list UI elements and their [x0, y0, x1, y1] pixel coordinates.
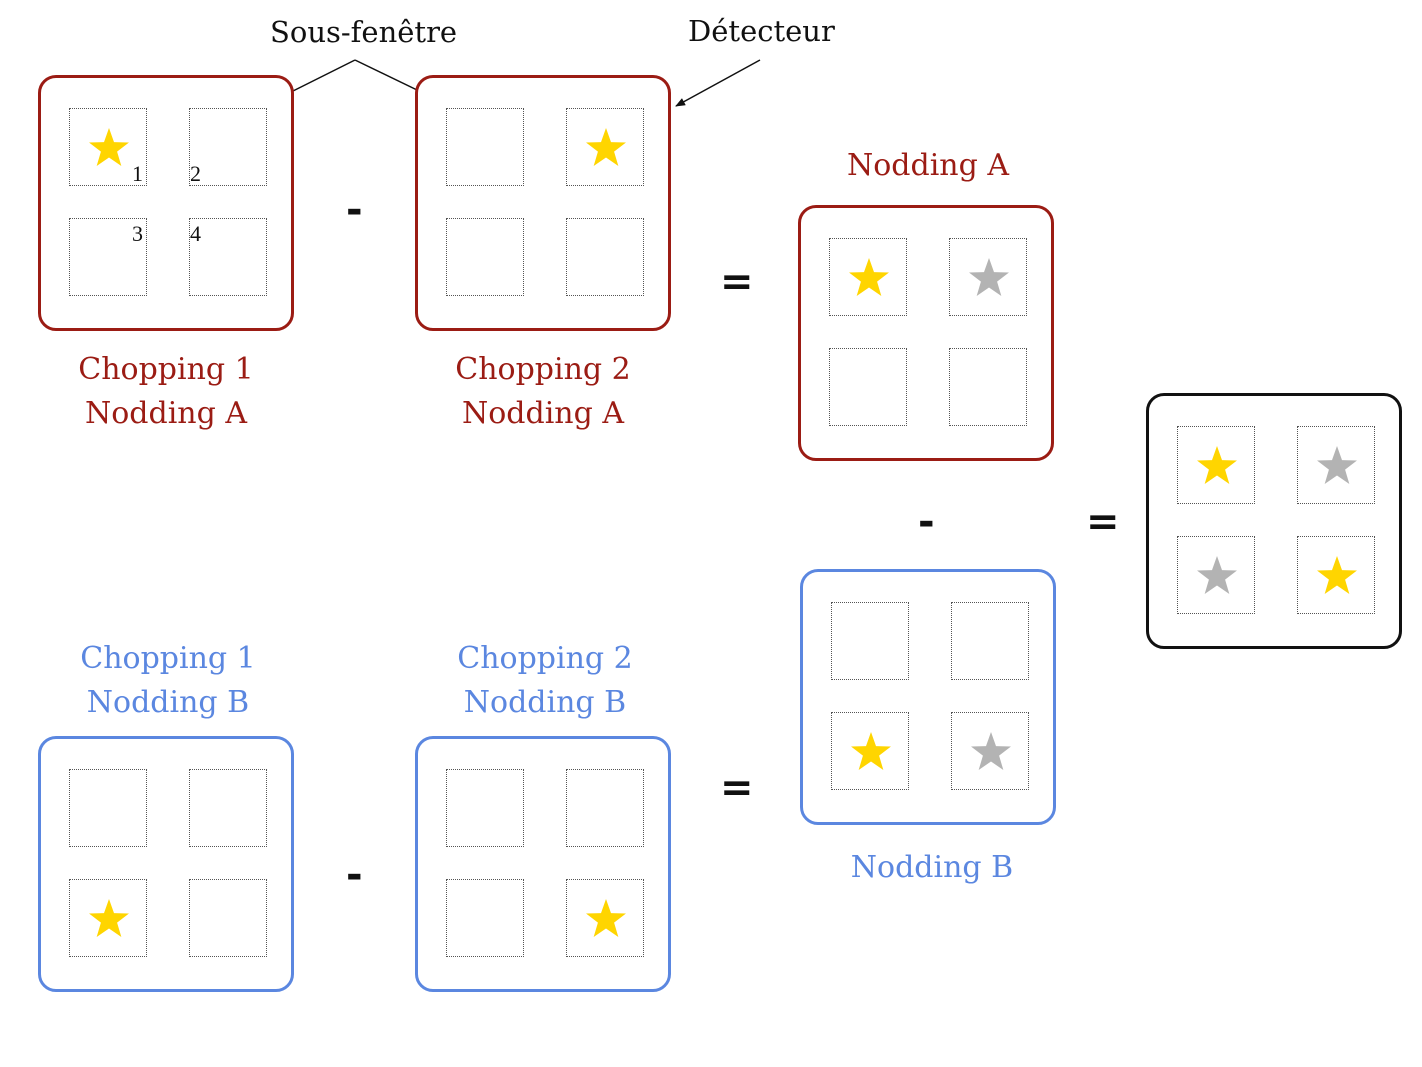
ghost-star-icon — [971, 732, 1011, 770]
minus-operator: - — [346, 187, 363, 233]
subwindow-3 — [829, 348, 907, 426]
subwindow-1 — [446, 108, 524, 186]
detector-annotation: Détecteur — [688, 14, 835, 48]
subwindow-3 — [831, 712, 909, 790]
subwindow-1 — [831, 602, 909, 680]
detector-result — [1146, 393, 1402, 649]
label-chop2-nodA: Chopping 2 Nodding A — [415, 348, 671, 436]
subwindow-4 — [566, 218, 644, 296]
label-line: Nodding B — [850, 850, 1014, 885]
ghost-star-icon — [1317, 446, 1357, 484]
source-star-icon — [1197, 446, 1237, 484]
label-line: Chopping 2 — [455, 352, 631, 387]
label-line: Chopping 2 — [457, 641, 633, 676]
subwindow-3 — [446, 879, 524, 957]
subwindow-number-2: 2 — [190, 161, 201, 186]
subwindow-2 — [189, 108, 267, 186]
label-chop1-nodA: Chopping 1 Nodding A — [38, 348, 294, 436]
subwindow-4 — [566, 879, 644, 957]
subwindow-2 — [566, 108, 644, 186]
label-line: Nodding A — [461, 396, 625, 431]
source-star-icon — [586, 899, 626, 937]
label-line: Nodding B — [86, 685, 250, 720]
label-line: Nodding A — [84, 396, 248, 431]
subwindow-4 — [189, 879, 267, 957]
minus-operator: - — [346, 852, 363, 898]
subwindow-1 — [1177, 426, 1255, 504]
subwindow-number-4: 4 — [190, 221, 201, 246]
equals-operator: = — [720, 259, 754, 305]
source-star-icon — [586, 128, 626, 166]
ghost-star-icon — [969, 258, 1009, 296]
equals-operator: = — [1086, 499, 1120, 545]
label-line: Chopping 1 — [78, 352, 254, 387]
subwindow-3 — [446, 218, 524, 296]
subwindow-3 — [69, 879, 147, 957]
subwindow-3 — [1177, 536, 1255, 614]
subwindow-number-1: 1 — [132, 161, 143, 186]
minus-operator: - — [918, 499, 935, 545]
source-star-icon — [89, 128, 129, 166]
subwindow-number-3: 3 — [132, 221, 143, 246]
detector-nodA — [798, 205, 1054, 461]
subwindow-2 — [949, 238, 1027, 316]
source-star-icon — [849, 258, 889, 296]
subwindow-4 — [951, 712, 1029, 790]
subwindow-3 — [69, 218, 147, 296]
subwindow-1 — [69, 769, 147, 847]
detector-chop2-nodA — [415, 75, 671, 331]
subwindow-2 — [566, 769, 644, 847]
subwindow-2 — [189, 769, 267, 847]
subwindow-1 — [829, 238, 907, 316]
detector-chop2-nodB — [415, 736, 671, 992]
subwindow-4 — [949, 348, 1027, 426]
label-nodA: Nodding A — [798, 144, 1058, 188]
label-nodB: Nodding B — [800, 846, 1064, 890]
source-star-icon — [1317, 556, 1357, 594]
label-chop1-nodB: Chopping 1 Nodding B — [38, 637, 298, 725]
subwindow-1 — [69, 108, 147, 186]
detector-chop1-nodA: 1 2 3 4 — [38, 75, 294, 331]
source-star-icon — [851, 732, 891, 770]
subwindow-4 — [1297, 536, 1375, 614]
subwindow-annotation: Sous-fenêtre — [270, 15, 458, 49]
label-line: Chopping 1 — [80, 641, 256, 676]
label-line: Nodding A — [846, 148, 1010, 183]
arrow-detector — [675, 59, 761, 107]
detector-nodB — [800, 569, 1056, 825]
subwindow-4 — [189, 218, 267, 296]
subwindow-1 — [446, 769, 524, 847]
equals-operator: = — [720, 765, 754, 811]
detector-chop1-nodB — [38, 736, 294, 992]
label-line: Nodding B — [463, 685, 627, 720]
source-star-icon — [89, 899, 129, 937]
label-chop2-nodB: Chopping 2 Nodding B — [415, 637, 675, 725]
subwindow-2 — [1297, 426, 1375, 504]
subwindow-2 — [951, 602, 1029, 680]
ghost-star-icon — [1197, 556, 1237, 594]
